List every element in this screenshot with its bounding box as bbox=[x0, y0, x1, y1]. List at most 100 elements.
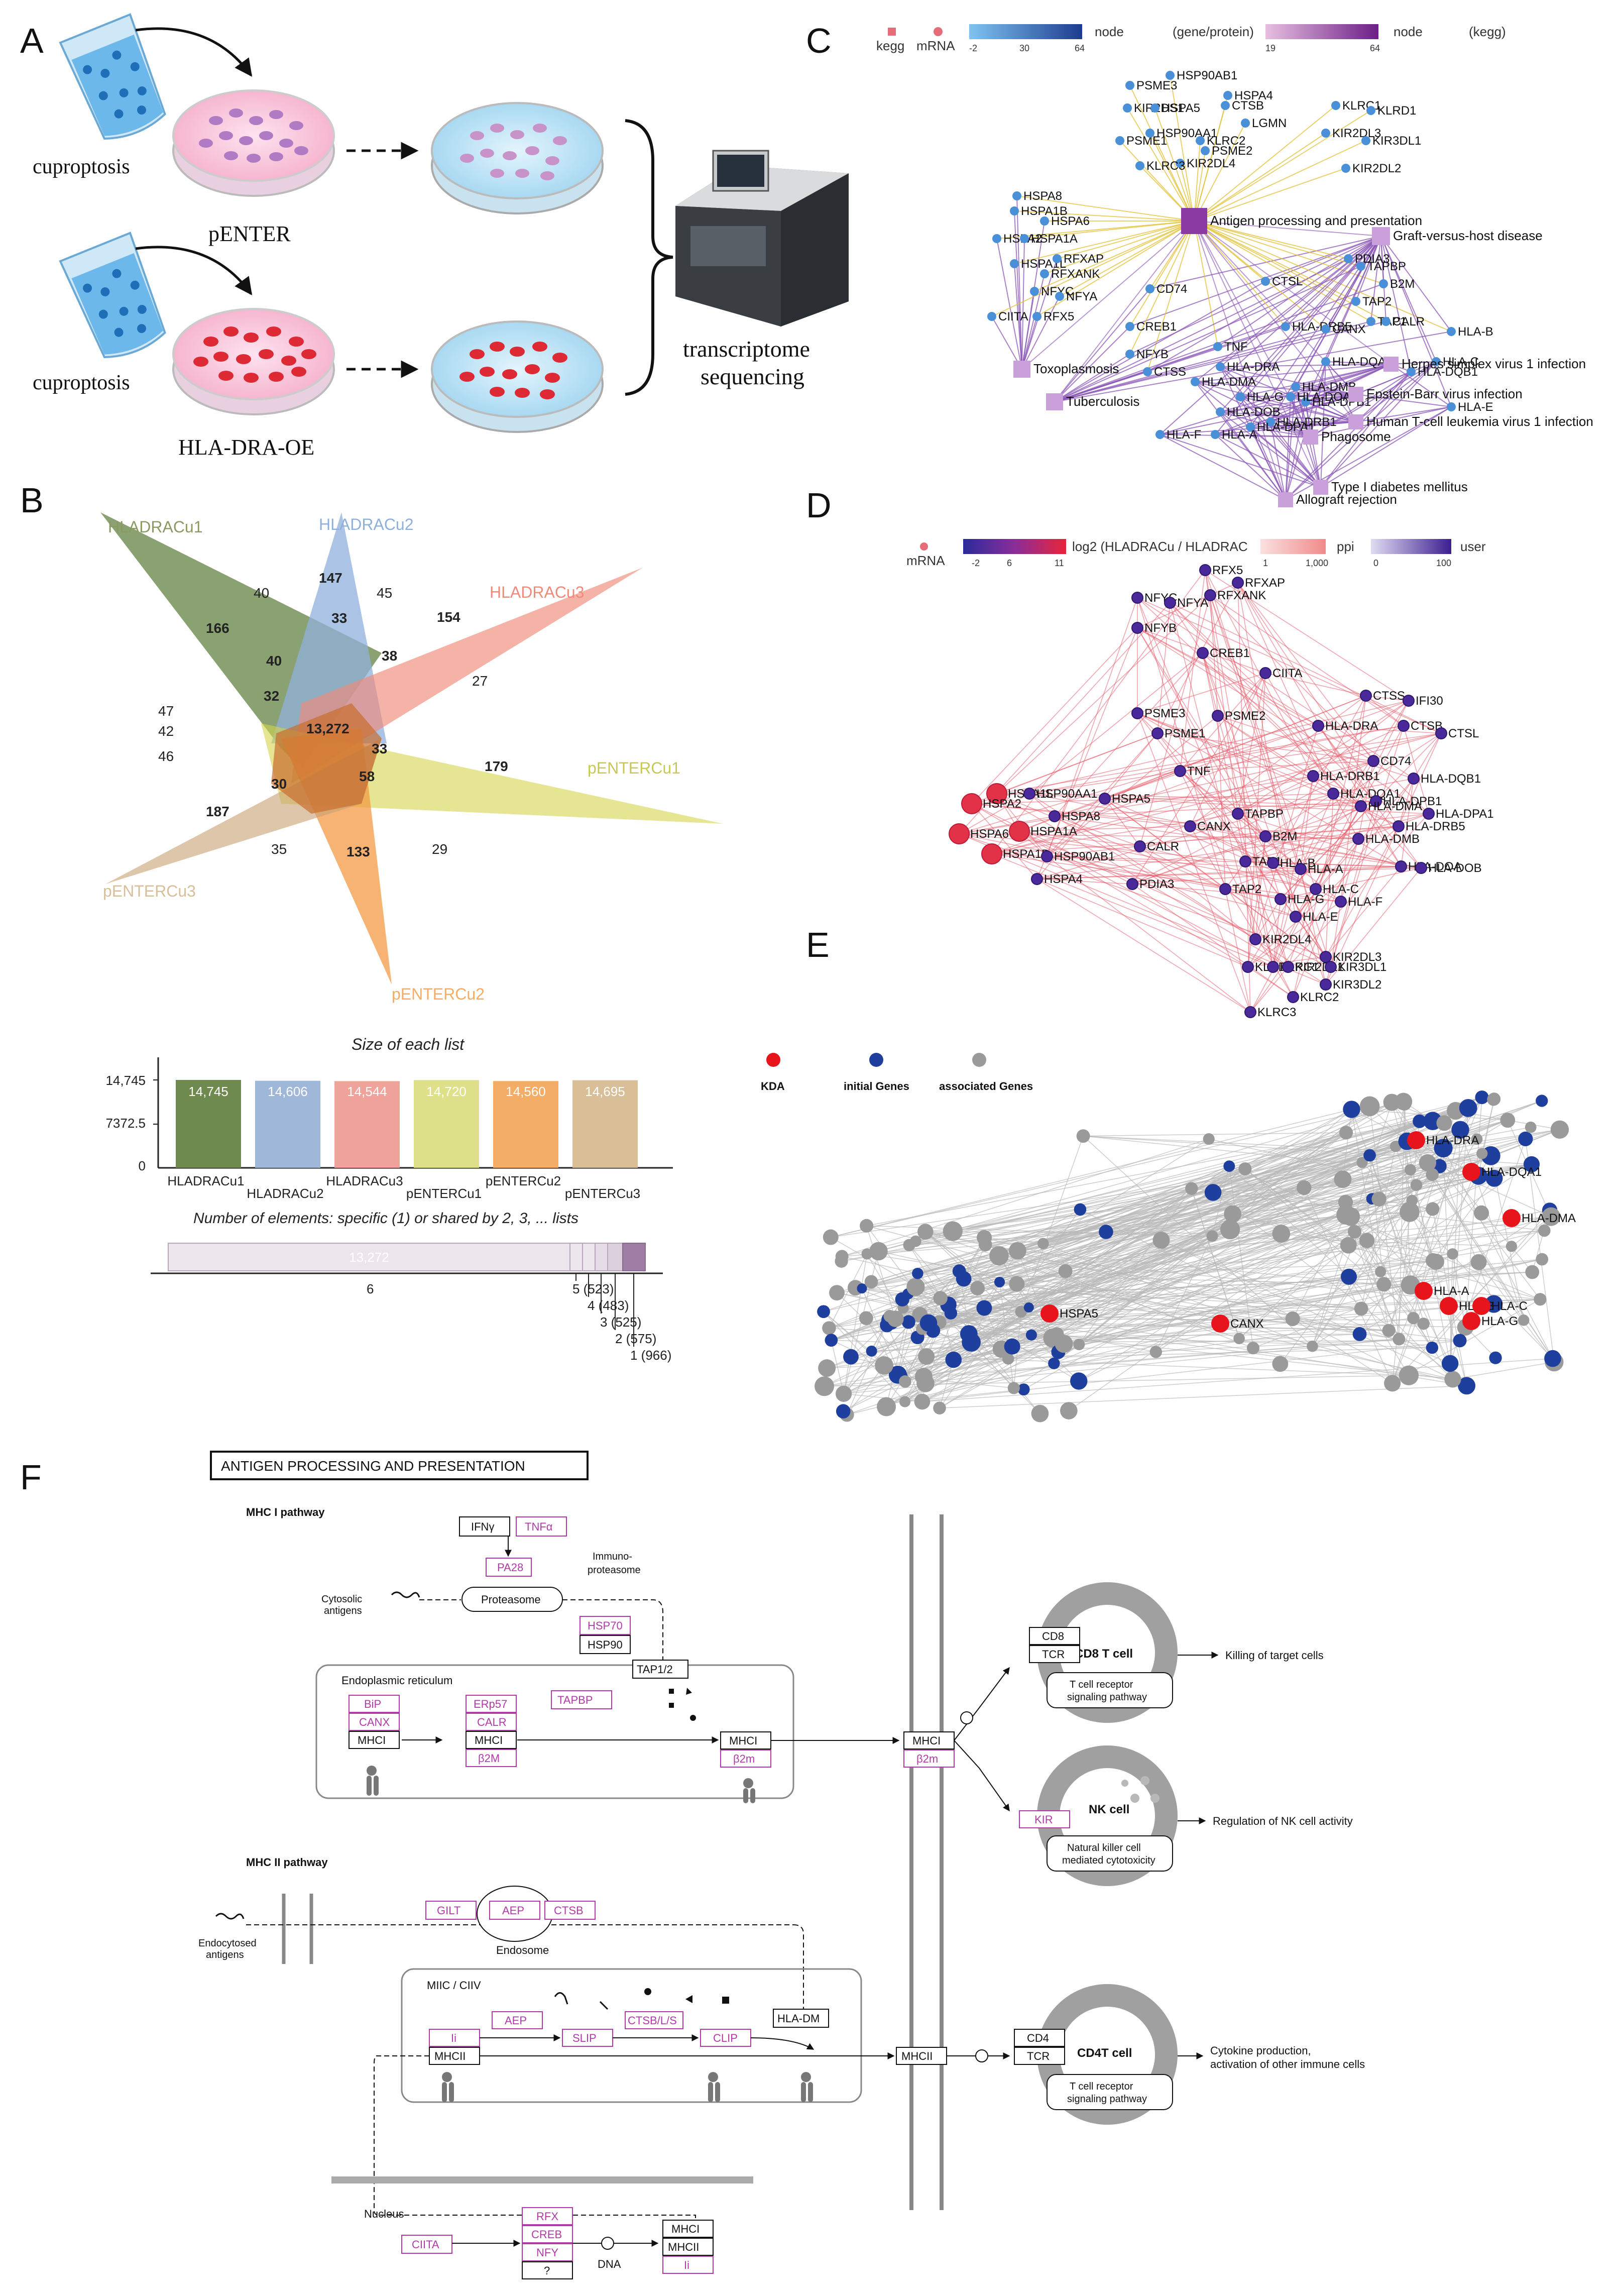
c-gene-node bbox=[1150, 103, 1160, 113]
e-edge bbox=[1362, 1162, 1553, 1359]
c-edge bbox=[1195, 364, 1392, 382]
f-mhci-5: MHCI bbox=[671, 2223, 700, 2235]
c-gene-node bbox=[1241, 119, 1250, 128]
panel-e-label: E bbox=[806, 925, 830, 964]
c-edge bbox=[1054, 258, 1349, 402]
legend-node1: node bbox=[1095, 24, 1124, 39]
d-node-label: CANX bbox=[1197, 820, 1231, 833]
f-ii-2: Ii bbox=[684, 2259, 689, 2271]
c-edge bbox=[1021, 316, 1037, 370]
c-gene-node bbox=[1341, 164, 1350, 173]
d-node-label: HSP90AA1 bbox=[1036, 787, 1097, 801]
e-associated-gene-node bbox=[1536, 1253, 1549, 1266]
e-edge bbox=[953, 1284, 1411, 1360]
e-initial-gene-node bbox=[1441, 1355, 1459, 1372]
e-initial-gene-node bbox=[1426, 1341, 1439, 1354]
e-initial-gene-node bbox=[1475, 1090, 1489, 1105]
legend-e-kda: KDA bbox=[761, 1080, 785, 1092]
e-edge bbox=[928, 1323, 1453, 1380]
venn-count-5: 40 bbox=[266, 653, 282, 669]
d-edge bbox=[1047, 856, 1296, 917]
d-edge bbox=[959, 833, 1326, 957]
c-gene-label: B2M bbox=[1390, 277, 1415, 291]
c-edge bbox=[1194, 168, 1346, 222]
y-tick-2: 0 bbox=[139, 1158, 146, 1173]
e-edge bbox=[1083, 1132, 1346, 1137]
d-edge bbox=[1272, 862, 1331, 967]
d-edge bbox=[1295, 916, 1326, 957]
c-gene-label: HLA-C bbox=[1443, 355, 1479, 369]
c-edge bbox=[1380, 236, 1452, 332]
shared-label-1: 4 (483) bbox=[588, 1298, 629, 1313]
f-ctsbls: CTSB/L/S bbox=[628, 2014, 677, 2027]
e-edge bbox=[907, 1293, 969, 1335]
d-node bbox=[1320, 951, 1332, 963]
venn-count-16: 30 bbox=[271, 776, 287, 792]
e-associated-gene-node bbox=[818, 1359, 836, 1377]
legend-d-g: 100 bbox=[1436, 558, 1451, 568]
e-edge bbox=[928, 1212, 1410, 1324]
e-initial-gene-node bbox=[994, 1276, 1005, 1288]
e-associated-gene-node bbox=[835, 1250, 849, 1263]
bar-3 bbox=[414, 1080, 479, 1168]
e-edge bbox=[1439, 1166, 1541, 1300]
d-edge bbox=[1190, 826, 1273, 863]
d-edge bbox=[996, 595, 1211, 794]
c-edge bbox=[1129, 236, 1381, 327]
d-edge bbox=[1245, 861, 1256, 940]
e-edge bbox=[917, 1334, 1360, 1338]
d-node bbox=[1355, 800, 1367, 812]
e-associated-gene-node bbox=[1375, 1266, 1386, 1277]
e-edge bbox=[1161, 1138, 1526, 1241]
c-gene-node bbox=[1125, 81, 1134, 90]
c-gene-node bbox=[1321, 324, 1330, 334]
bar-0 bbox=[176, 1080, 241, 1168]
d-node bbox=[1287, 991, 1299, 1003]
d-edge bbox=[991, 853, 1273, 967]
d-edge bbox=[971, 803, 1037, 880]
f-tcr-path2: signaling pathway bbox=[1067, 1692, 1147, 1703]
f-calr: CALR bbox=[477, 1716, 507, 1728]
e-edge bbox=[1351, 1109, 1389, 1331]
c-gene-node bbox=[1223, 91, 1232, 100]
e-edge bbox=[1410, 1097, 1482, 1285]
c-edge bbox=[1119, 140, 1195, 222]
d-edge bbox=[1036, 879, 1251, 1013]
d-edge bbox=[1157, 733, 1374, 761]
legend-d-a: -2 bbox=[972, 558, 980, 568]
c-edge bbox=[1194, 221, 1321, 488]
e-associated-gene-node bbox=[823, 1229, 839, 1245]
c-gene-node bbox=[1366, 106, 1375, 115]
e-initial-gene-node bbox=[895, 1292, 909, 1306]
e-initial-gene-node bbox=[1204, 1184, 1222, 1201]
e-associated-gene-node bbox=[1238, 1162, 1252, 1176]
panel-c-legend: kegg mRNA -2 30 64 node (gene/protein) 1… bbox=[876, 24, 1506, 53]
c-gene-node bbox=[1055, 292, 1064, 301]
venn-label-2: HLADRACu3 bbox=[490, 583, 585, 601]
venn-count-4: 154 bbox=[437, 609, 460, 625]
e-kda-label: HLA-DQA1 bbox=[1481, 1165, 1542, 1179]
legend-max1: 64 bbox=[1075, 43, 1085, 53]
e-associated-gene-node bbox=[1272, 1225, 1291, 1243]
e-associated-gene-node bbox=[1476, 1148, 1488, 1159]
c-edge bbox=[1240, 236, 1381, 397]
bar-value-label-2: 14,544 bbox=[347, 1084, 387, 1099]
dish-penter-result bbox=[431, 102, 604, 214]
d-edge bbox=[1157, 733, 1266, 837]
c-gene-node bbox=[1115, 136, 1124, 145]
d-edge bbox=[1265, 793, 1334, 837]
e-associated-gene-node bbox=[1055, 1335, 1073, 1353]
e-kda-node bbox=[1462, 1163, 1480, 1181]
d-node bbox=[1239, 855, 1251, 867]
d-node bbox=[1282, 961, 1294, 973]
c-gene-node bbox=[1125, 322, 1134, 331]
e-edge bbox=[939, 1308, 1361, 1323]
d-edge bbox=[1029, 733, 1442, 794]
c-gene-node bbox=[1286, 392, 1295, 401]
d-edge bbox=[971, 627, 1138, 804]
d-edge bbox=[1137, 627, 1429, 814]
panel-a: A cuproptosis pENTER bbox=[20, 13, 849, 460]
d-edge bbox=[1132, 801, 1376, 885]
d-edge bbox=[996, 793, 1361, 807]
c-edge bbox=[1194, 221, 1218, 347]
